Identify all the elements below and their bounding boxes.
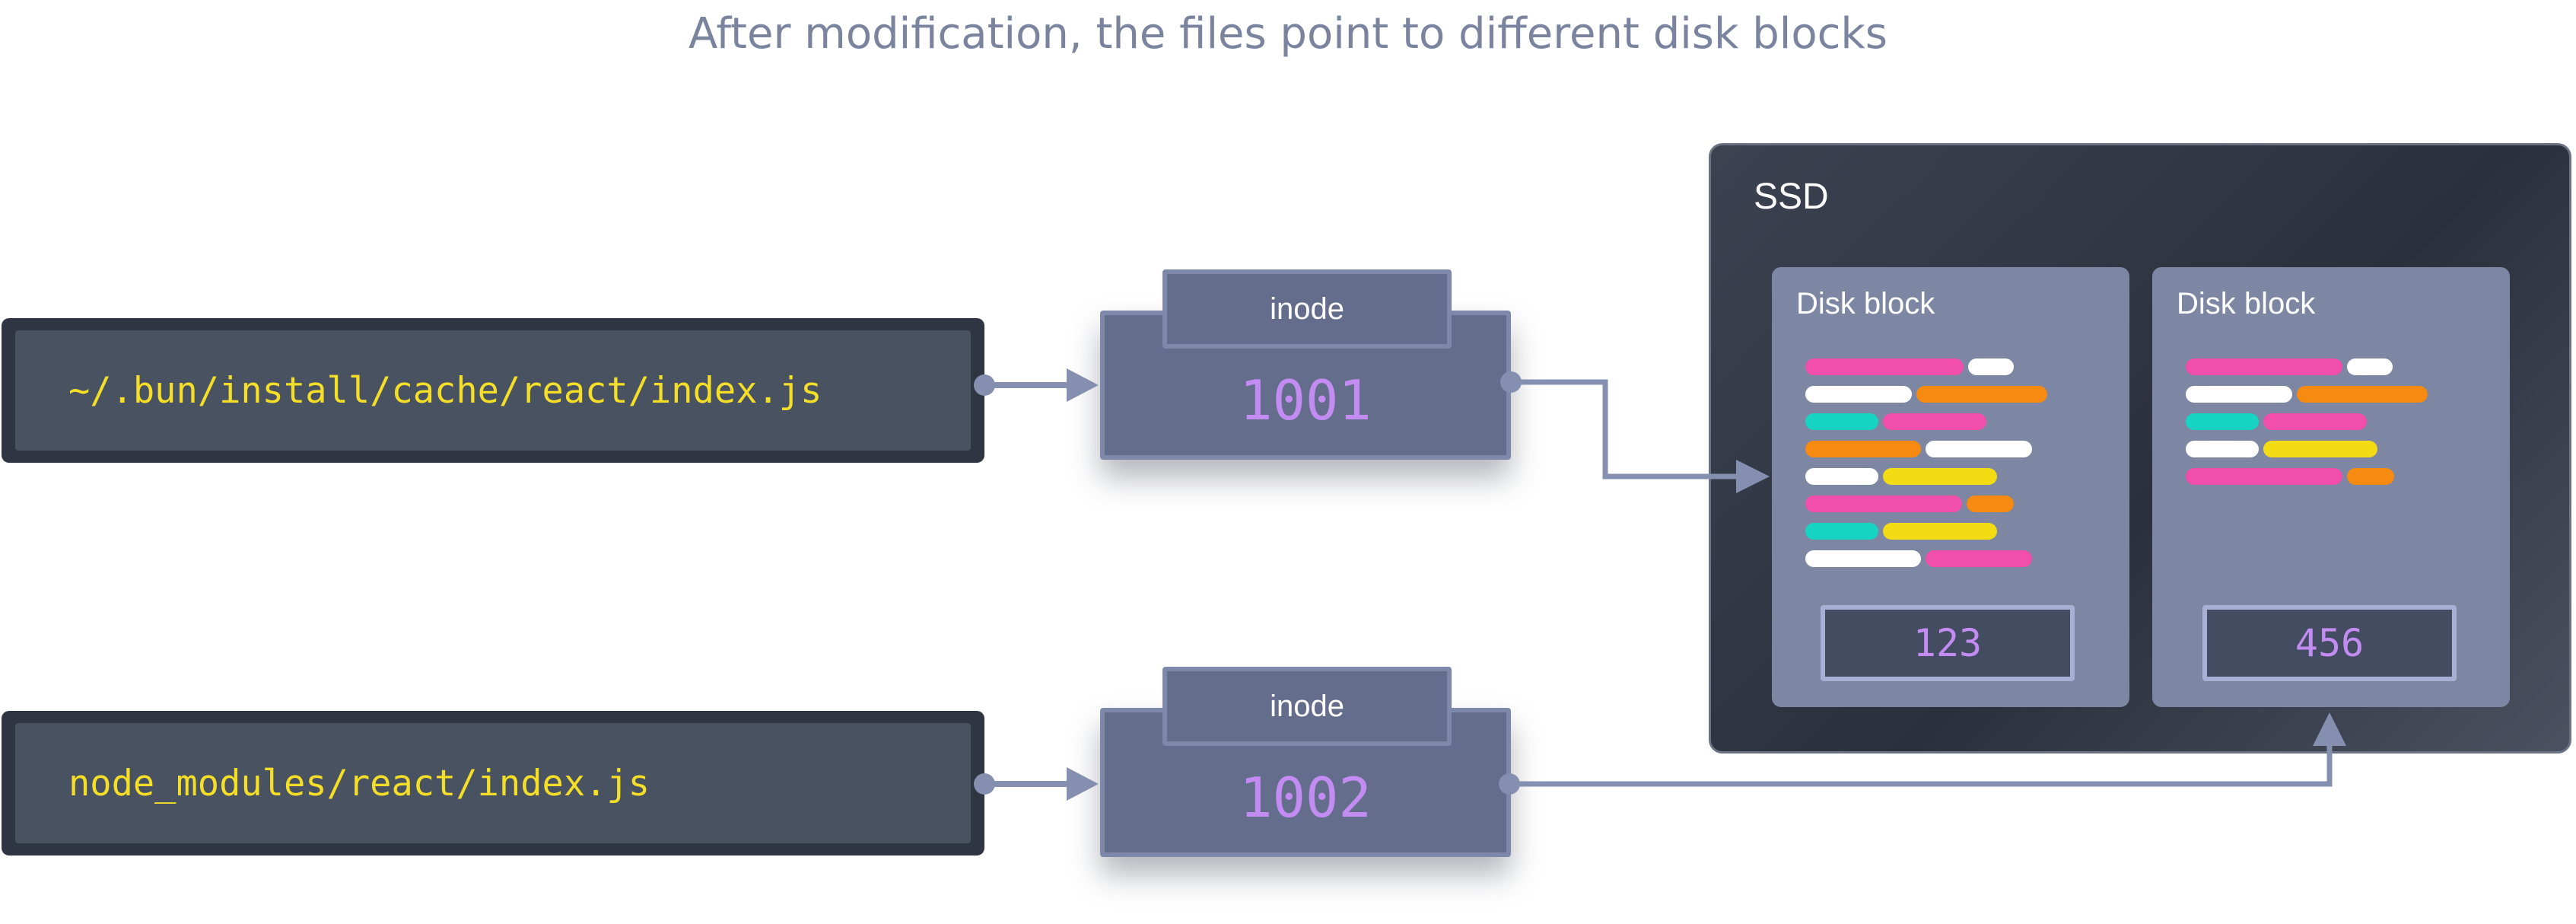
disk-block-label: Disk block: [1796, 287, 1935, 320]
content-bar: [2186, 358, 2342, 375]
content-bar: [2186, 413, 2259, 430]
ssd-container: SSD Disk block 123 Disk block: [1709, 143, 2571, 754]
arrow-inode-1001-to-block-123: [1500, 371, 1770, 493]
content-bar: [1968, 358, 2014, 375]
arrow-file-to-inode-1001: [974, 368, 1099, 402]
disk-block-id: 123: [1821, 605, 2075, 681]
inode-number: 1001: [1239, 368, 1372, 432]
content-bar: [2186, 441, 2259, 457]
ssd-label: SSD: [1754, 177, 1829, 217]
content-bar: [1926, 441, 2032, 457]
arrow-inode-1002-to-block-456: [1499, 712, 2346, 795]
content-bar: [1805, 550, 1921, 567]
content-bar: [1883, 523, 1997, 540]
content-bar: [1805, 495, 1962, 512]
content-bar: [2297, 386, 2428, 403]
arrow-file-to-inode-1002: [974, 767, 1099, 801]
file-path-box-cache: ~/.bun/install/cache/react/index.js: [2, 318, 984, 463]
content-bar: [1926, 550, 2032, 567]
inode-label: inode: [1162, 667, 1452, 746]
inode-label: inode: [1162, 269, 1452, 349]
file-path-inner: [15, 330, 971, 451]
content-bar: [1805, 413, 1878, 430]
content-bar: [1883, 413, 1986, 430]
content-bar: [2186, 468, 2342, 485]
content-bar: [2347, 358, 2393, 375]
file-path-box-node-modules: node_modules/react/index.js: [2, 711, 984, 855]
content-bar: [2186, 386, 2292, 403]
content-bar: [2263, 441, 2377, 457]
disk-block-label: Disk block: [2177, 287, 2316, 320]
content-bar: [1805, 386, 1912, 403]
inode-number: 1002: [1239, 766, 1372, 830]
file-path-text: node_modules/react/index.js: [68, 762, 650, 805]
file-path-inner: [15, 723, 971, 843]
content-bar: [1805, 358, 1964, 375]
diagram-title: After modification, the files point to d…: [689, 9, 1887, 59]
content-bar: [1805, 441, 1921, 457]
content-bar: [2263, 413, 2367, 430]
file-path-text: ~/.bun/install/cache/react/index.js: [68, 369, 822, 412]
content-bar: [1967, 495, 2014, 512]
content-bar: [1805, 523, 1878, 540]
content-bar: [1916, 386, 2047, 403]
disk-block-id: 456: [2202, 605, 2457, 681]
disk-block-456: Disk block 456: [2152, 267, 2510, 707]
content-bar: [1805, 468, 1878, 485]
content-bar: [1883, 468, 1997, 485]
content-bar: [2347, 468, 2394, 485]
disk-block-123: Disk block 123: [1772, 267, 2129, 707]
